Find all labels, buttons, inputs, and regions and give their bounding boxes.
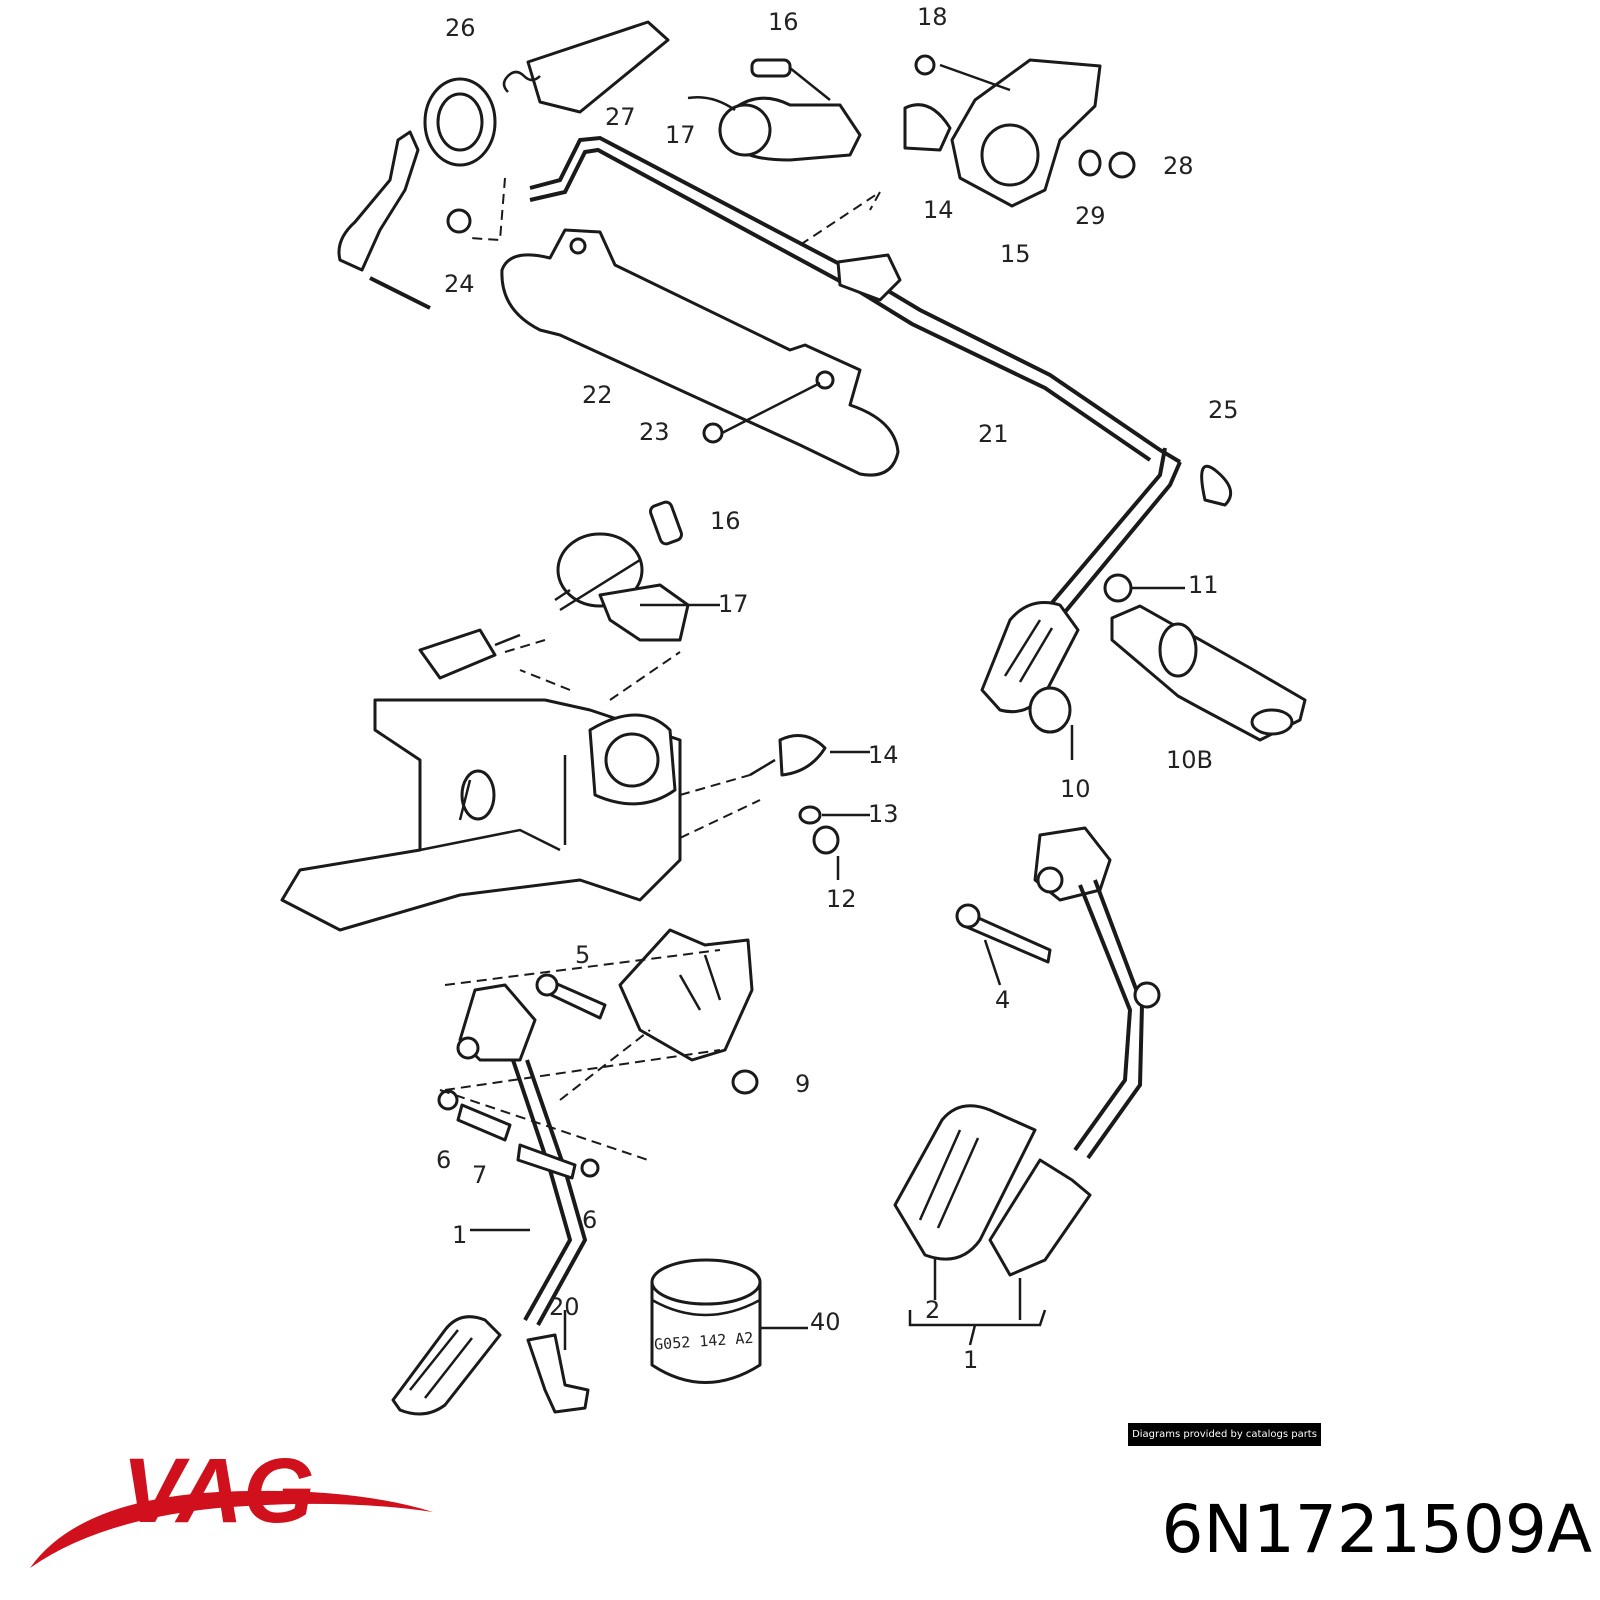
callout-label: 15	[1000, 240, 1031, 268]
callout-label: 16	[710, 507, 741, 535]
lower-left-pedal	[391, 928, 759, 1416]
bracket-10b	[1028, 573, 1307, 760]
callout-label: 10B	[1166, 746, 1213, 774]
callout-label: 18	[917, 3, 948, 31]
vag-logo: VAG	[30, 1440, 433, 1568]
callout-label: 10	[1060, 775, 1091, 803]
callout-label: 28	[1163, 152, 1194, 180]
callout-label: 25	[1208, 396, 1239, 424]
logo-swoosh	[30, 1490, 433, 1568]
callout-label: 22	[582, 381, 613, 409]
callout-label: 21	[978, 420, 1009, 448]
callout-label: 6	[436, 1146, 451, 1174]
logo-wordmark: VAG	[122, 1440, 315, 1542]
switch-assembly-top	[687, 54, 1136, 246]
callout-label: 1	[452, 1221, 467, 1249]
grease-tin: G052 142 A2	[650, 1258, 808, 1384]
nut-washer-group	[679, 734, 870, 880]
part-number: 6N1721509A	[1161, 1491, 1592, 1568]
switch-assembly-middle	[418, 500, 720, 680]
callout-label: 29	[1075, 202, 1106, 230]
callout-label: 27	[605, 103, 636, 131]
vehicle-body-frame	[280, 639, 682, 932]
diagram-credit: Diagrams provided by catalogs parts	[1128, 1423, 1321, 1446]
callout-labels: 26 27 16 18 17 14 28 29 15 24 22 23 21 2…	[436, 3, 1239, 1374]
callout-label: 11	[1188, 571, 1219, 599]
callout-label: 16	[768, 8, 799, 36]
callout-label: 14	[923, 196, 954, 224]
callout-label: 17	[665, 121, 696, 149]
callout-label: 13	[868, 800, 899, 828]
callout-label: 26	[445, 14, 476, 42]
callout-label: 17	[718, 590, 749, 618]
callout-label: 24	[444, 270, 475, 298]
callout-label: 5	[575, 941, 590, 969]
callout-label: 12	[826, 885, 857, 913]
callout-label: 7	[472, 1161, 487, 1189]
callout-label: 20	[549, 1293, 580, 1321]
lower-right-pedal	[893, 826, 1161, 1346]
callout-label: 23	[639, 418, 670, 446]
callout-label: 1	[963, 1346, 978, 1374]
callout-label: 9	[795, 1070, 810, 1098]
callout-label: 14	[868, 741, 899, 769]
callout-label: 4	[995, 986, 1010, 1014]
cable-bellows-group	[337, 20, 670, 310]
upper-right-pedal	[980, 447, 1233, 714]
rod-and-bracket	[446, 135, 1182, 477]
callout-label: 2	[925, 1296, 940, 1324]
callout-label: 6	[582, 1206, 597, 1234]
callout-label: 40	[810, 1308, 841, 1336]
